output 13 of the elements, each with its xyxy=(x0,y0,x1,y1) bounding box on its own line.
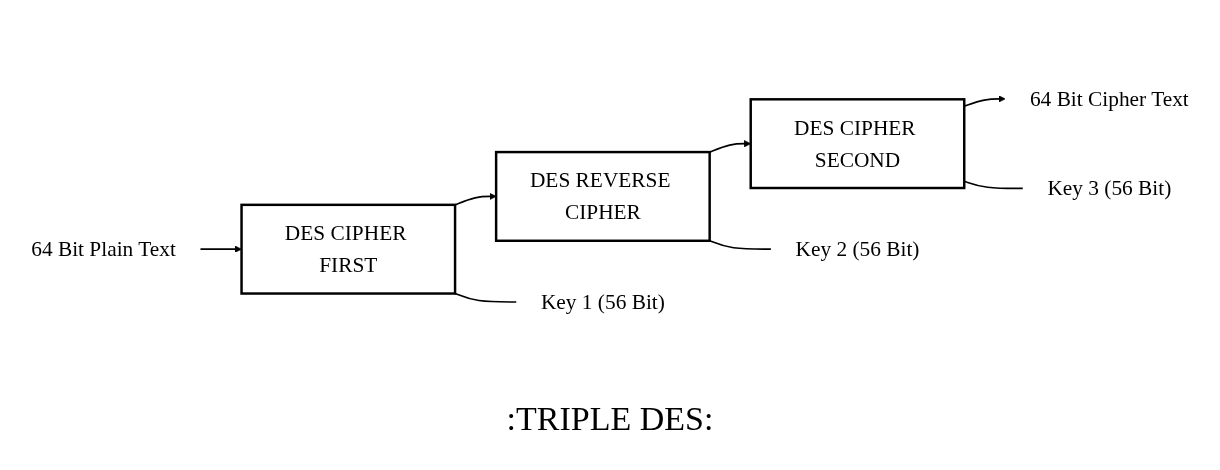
node-box: DES CIPHER FIRST xyxy=(240,203,457,295)
node-box: DES REVERSE CIPHER xyxy=(494,150,711,242)
node-text: Key 2 (56 Bit) xyxy=(795,236,920,261)
arrow xyxy=(454,192,497,206)
node-text: Key 1 (56 Bit) xyxy=(540,289,665,314)
node-text: 64 Bit Plain Text xyxy=(31,236,176,261)
node-text: Key 3 (56 Bit) xyxy=(1047,176,1172,200)
connector xyxy=(454,292,518,303)
connector xyxy=(708,239,772,250)
node-box: DES CIPHER SECOND xyxy=(749,97,966,189)
caption: :TRIPLE DES: xyxy=(506,400,714,437)
node-text: 64 Bit Cipher Text xyxy=(1029,86,1189,111)
arrow xyxy=(199,245,242,253)
